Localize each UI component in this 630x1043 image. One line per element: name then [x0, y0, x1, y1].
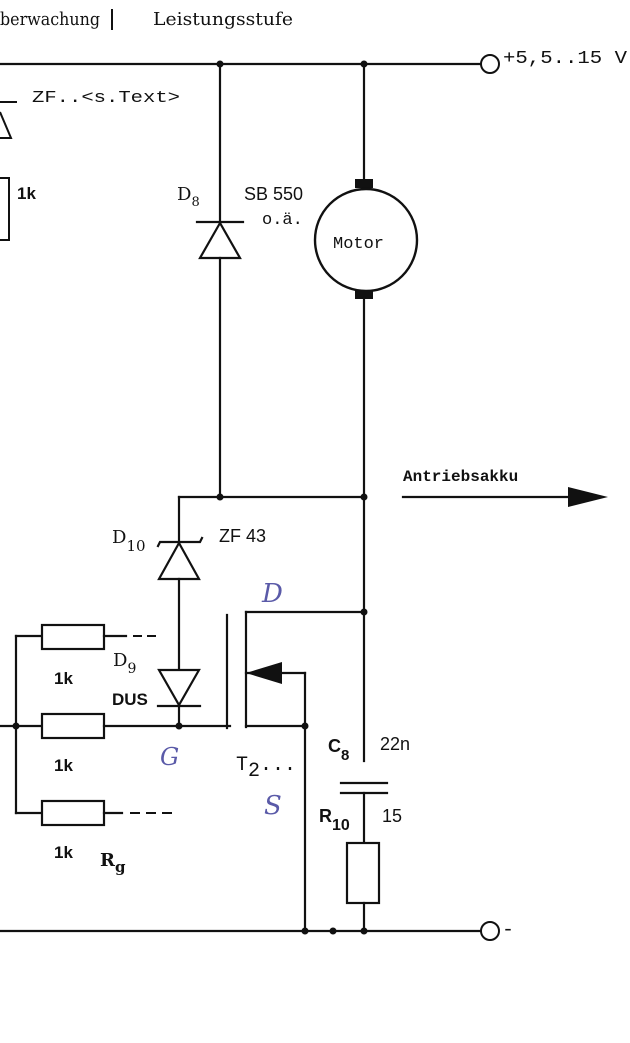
- t2-mosfet: T2...: [225, 608, 368, 933]
- d10-ref: D10: [112, 527, 146, 555]
- handwritten-gate: G: [160, 743, 179, 771]
- header-section-left: berwachung: [0, 9, 100, 30]
- header-section-right: Leistungsstufe: [153, 9, 293, 30]
- zf-note-label: ZF..<s.Text>: [32, 89, 180, 108]
- c8-value: 22n: [380, 734, 410, 754]
- positive-terminal: [480, 54, 500, 74]
- negative-terminal: [480, 921, 500, 941]
- gate-resistor-network: 1k 1k 1k Rg: [0, 623, 232, 876]
- d10-zener: D10 ZF 43: [112, 495, 266, 670]
- rg-label: Rg: [100, 850, 126, 876]
- battery-label: Antriebsakku: [403, 468, 518, 486]
- d9-diode: D9 DUS: [112, 650, 202, 728]
- c8-capacitor: C8 22n: [328, 734, 410, 845]
- negative-supply-label: -: [502, 919, 514, 942]
- r10-resistor: R10 15: [319, 806, 402, 933]
- d10-type: ZF 43: [219, 526, 266, 546]
- t2-label: T2...: [236, 754, 296, 783]
- c8-ref: C8: [328, 736, 349, 764]
- junction-wire: [177, 493, 368, 501]
- zf-note: ZF..<s.Text>: [0, 89, 180, 139]
- d9-type: DUS: [112, 690, 148, 709]
- left-resistor: 1k: [0, 177, 36, 241]
- positive-supply-label: +5,5..15 V: [503, 49, 627, 69]
- gate-resistor-1-label: 1k: [54, 669, 73, 688]
- gate-resistor-2: 1k: [14, 712, 232, 775]
- header: berwachung Leistungsstufe: [0, 9, 293, 30]
- handwritten-annotations: D G S: [160, 579, 283, 821]
- r10-ref: R10: [319, 806, 350, 834]
- d8-type: SB 550: [244, 184, 303, 204]
- gate-resistor-1: 1k: [14, 623, 156, 688]
- handwritten-drain: D: [261, 579, 283, 609]
- left-resistor-label: 1k: [17, 184, 36, 203]
- negative-rail: -: [0, 919, 514, 942]
- gate-resistor-3: 1k: [14, 799, 172, 862]
- d8-alt: o.ä.: [262, 211, 303, 230]
- d8-diode: D8 SB 550 o.ä.: [177, 62, 303, 497]
- positive-rail: +5,5..15 V: [0, 49, 627, 74]
- d8-ref: D8: [177, 184, 200, 210]
- gate-resistor-2-label: 1k: [54, 756, 73, 775]
- motor: Motor: [313, 62, 419, 763]
- handwritten-source: S: [264, 791, 282, 821]
- d9-ref: D9: [113, 650, 136, 677]
- r10-value: 15: [382, 806, 402, 826]
- battery-output: Antriebsakku: [401, 468, 608, 507]
- motor-label: Motor: [333, 235, 384, 254]
- gate-resistor-3-label: 1k: [54, 843, 73, 862]
